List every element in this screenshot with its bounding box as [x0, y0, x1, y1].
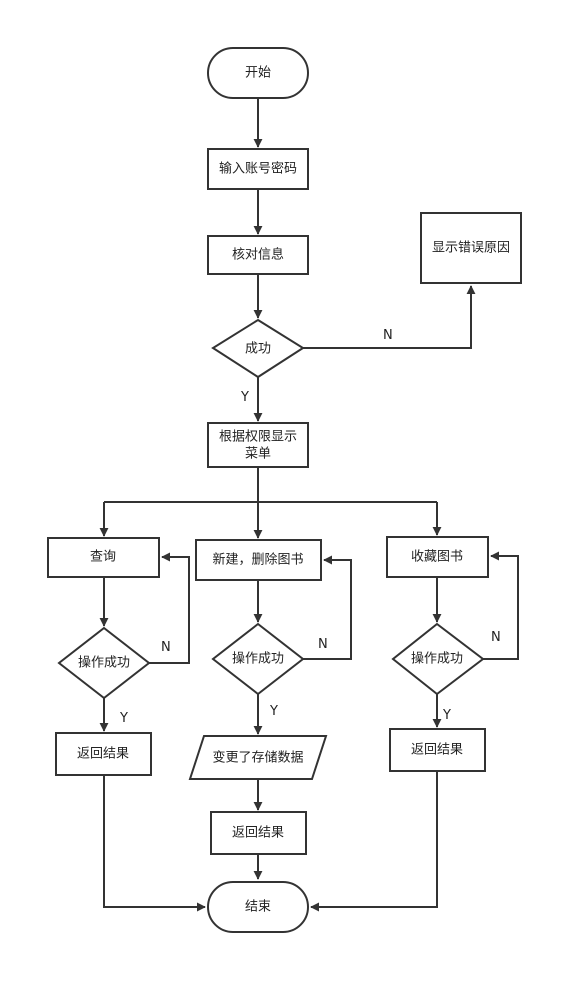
success-decision-label: 成功: [245, 342, 271, 357]
query-success-decision-node: 操作成功: [57, 626, 151, 700]
label-query-no: N: [161, 640, 171, 655]
success-decision-node: 成功: [211, 318, 305, 379]
show-menu-node: 根据权限显示 菜单: [207, 422, 309, 468]
edge-collect-result-to-end: [310, 772, 438, 912]
edges: [99, 98, 519, 912]
show-error-node: 显示错误原因: [420, 212, 522, 284]
edit-return-result-node: 返回结果: [210, 811, 307, 855]
end-label: 结束: [245, 900, 271, 915]
label-collect-no: N: [491, 630, 501, 645]
show-menu-label-line1: 根据权限显示: [219, 429, 297, 445]
verify-info-label: 核对信息: [232, 247, 284, 263]
input-credentials-node: 输入账号密码: [207, 148, 309, 190]
collect-success-decision-node: 操作成功: [391, 622, 485, 696]
label-collect-yes: Y: [442, 708, 451, 723]
new-delete-book-node: 新建，删除图书: [195, 539, 322, 581]
edge-labels: N Y N Y N Y N Y: [119, 328, 501, 726]
collect-return-result-label: 返回结果: [411, 743, 463, 758]
verify-info-node: 核对信息: [207, 235, 309, 275]
query-return-result-label: 返回结果: [77, 747, 129, 762]
label-query-yes: Y: [119, 711, 128, 726]
change-storage-node: 变更了存储数据: [188, 735, 328, 780]
collect-book-node: 收藏图书: [386, 536, 489, 578]
query-label: 查询: [90, 550, 116, 565]
edit-return-result-label: 返回结果: [232, 826, 284, 841]
edit-success-decision-node: 操作成功: [211, 622, 305, 696]
label-edit-yes: Y: [269, 704, 278, 719]
collect-success-decision-label: 操作成功: [411, 651, 463, 667]
new-delete-book-label: 新建，删除图书: [212, 552, 303, 568]
start-node: 开始: [207, 47, 309, 99]
edge-collect-check-no-loop: [483, 551, 519, 660]
edge-success-no-to-error: [303, 285, 476, 349]
label-login-no: N: [383, 328, 393, 343]
end-node: 结束: [207, 881, 309, 933]
start-label: 开始: [245, 66, 271, 81]
nodes: 开始 输入账号密码 核对信息 成功 显示错误原因 根据权限显示 菜单: [47, 47, 522, 933]
show-error-label: 显示错误原因: [432, 241, 510, 256]
label-edit-no: N: [318, 637, 328, 652]
query-node: 查询: [47, 537, 160, 578]
collect-return-result-node: 返回结果: [389, 728, 486, 772]
edge-query-result-to-end: [103, 776, 206, 912]
show-menu-label-line2: 菜单: [245, 447, 271, 462]
input-credentials-label: 输入账号密码: [219, 161, 297, 177]
change-storage-label: 变更了存储数据: [212, 750, 303, 766]
edge-edit-check-no-loop: [303, 555, 352, 660]
edit-success-decision-label: 操作成功: [232, 651, 284, 667]
collect-book-label: 收藏图书: [411, 550, 463, 565]
query-return-result-node: 返回结果: [55, 732, 152, 776]
edge-query-check-no-loop: [149, 552, 190, 664]
query-success-decision-label: 操作成功: [78, 655, 130, 671]
label-login-yes: Y: [240, 390, 249, 405]
